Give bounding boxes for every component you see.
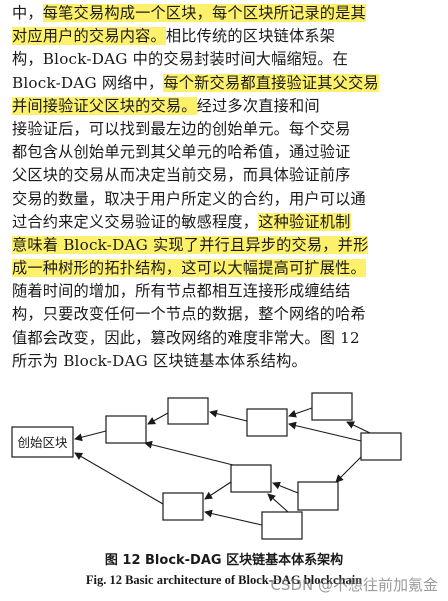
paragraph-line: Block-DAG 网络中，每个新交易都直接验证其父交易	[12, 72, 436, 95]
dag-edge	[335, 456, 362, 483]
dag-edge	[272, 481, 299, 494]
figure-caption-zh: 图 12 Block-DAG 区块链基本体系架构	[104, 553, 344, 568]
block-dag-diagram: 创始区块	[11, 392, 402, 540]
block-node	[311, 392, 353, 421]
paragraph-line: 所示为 Block-DAG 区块链基本体系结构。	[12, 350, 436, 373]
block-node	[246, 408, 288, 437]
text-segment: 构，Block-DAG 中的交易封装时间大幅缩短。在	[12, 50, 349, 69]
highlighted-text: 成一种树形的拓扑结构，这可以大幅提高可扩展性。	[12, 259, 366, 278]
paragraph-line: 父区块的交易从而决定当前交易，而具体验证前序	[12, 164, 436, 187]
highlighted-text: 对应用户的交易内容。	[12, 27, 166, 46]
dag-edge	[144, 440, 234, 466]
text-segment: 经过多次直接和间	[196, 96, 320, 115]
dag-edge	[147, 412, 169, 425]
block-node	[297, 481, 339, 511]
text-segment: 交易的数量，取决于用户所定义的合约，用户可以通	[12, 189, 366, 208]
paragraph-line: 并间接验证父区块的交易。经过多次直接和间	[12, 95, 436, 118]
paragraph-line: 都包含从创始单元到其父单元的哈希值，通过验证	[12, 141, 436, 164]
text-segment: 所示为 Block-DAG 区块链基本体系结构。	[12, 351, 307, 370]
highlighted-text: 意味着 Block-DAG 实现了并行且异步的交易，并形	[12, 235, 369, 254]
paragraph-line: 接验证后，可以找到最左边的创始单元。每个交易	[12, 118, 436, 141]
block-node	[261, 511, 303, 540]
highlighted-text: 每笔交易构成一个区块，每个区块所记录的是其	[42, 4, 366, 22]
highlighted-text: 并间接验证父区块的交易。	[12, 96, 197, 115]
paragraph-line: 构，只要改变任何一个节点的数据，整个网络的哈希	[12, 303, 436, 326]
paragraph-line: 意味着 Block-DAG 实现了并行且异步的交易，并形	[12, 234, 436, 257]
dag-edge	[209, 409, 248, 422]
dag-edge	[74, 430, 107, 442]
paragraph-line: 随着时间的增加，所有节点都相互连接形成缠结结	[12, 280, 436, 303]
paragraph-line: 构，Block-DAG 中的交易封装时间大幅缩短。在	[12, 48, 436, 71]
genesis-label: 创始区块	[17, 435, 68, 450]
paragraph-line: 成一种树形的拓扑结构，这可以大幅提高可扩展性。	[12, 257, 436, 280]
block-node	[360, 432, 402, 461]
figure-caption-en: Fig. 12 Basic architecture of Block-DAG …	[85, 573, 363, 587]
article-paragraph: 中，每笔交易构成一个区块，每个区块所记录的是其对应用户的交易内容。相比传统的区块…	[12, 2, 436, 373]
dag-edge	[288, 421, 362, 442]
highlighted-text: 每个新交易都直接验证其父交易	[163, 73, 379, 92]
text-segment: 构，只要改变任何一个节点的数据，整个网络的哈希	[12, 305, 366, 324]
text-segment: 接验证后，可以找到最左边的创始单元。每个交易	[12, 119, 351, 138]
highlighted-text: 这种验证机制	[258, 212, 351, 231]
dag-edge	[346, 421, 371, 434]
dag-edge	[267, 493, 289, 513]
paragraph-line: 对应用户的交易内容。相比传统的区块链体系架	[12, 25, 436, 48]
dag-edge	[288, 407, 313, 418]
text-segment: 值都会改变，因此，篡改网络的难度非常大。图 12	[12, 328, 360, 347]
text-segment: Block-DAG 网络中，	[12, 73, 164, 92]
paragraph-line: 值都会改变，因此，篡改网络的难度非常大。图 12	[12, 327, 436, 350]
block-node	[167, 397, 209, 425]
text-segment: 随着时间的增加，所有节点都相互连接形成缠结结	[12, 282, 351, 301]
text-segment: 父区块的交易从而决定当前交易，而具体验证前序	[12, 166, 351, 185]
paragraph-line: 中，每笔交易构成一个区块，每个区块所记录的是其	[12, 2, 436, 25]
block-node	[162, 492, 204, 521]
paragraph-line: 过合约来定义交易验证的敏感程度，这种验证机制	[12, 211, 436, 234]
genesis-block	[11, 426, 74, 458]
block-node	[230, 464, 272, 493]
text-segment: 过合约来定义交易验证的敏感程度，	[12, 212, 259, 231]
paragraph-line: 交易的数量，取决于用户所定义的合约，用户可以通	[12, 188, 436, 211]
text-segment: 中，	[12, 4, 43, 22]
dag-edge	[74, 452, 164, 505]
dag-edge	[204, 509, 263, 526]
text-segment: 相比传统的区块链体系架	[165, 27, 336, 46]
block-node	[105, 415, 147, 444]
dag-edge	[204, 481, 232, 500]
text-segment: 都包含从创始单元到其父单元的哈希值，通过验证	[12, 143, 351, 162]
watermark: CSDN @不想往前加氪金	[270, 576, 438, 594]
